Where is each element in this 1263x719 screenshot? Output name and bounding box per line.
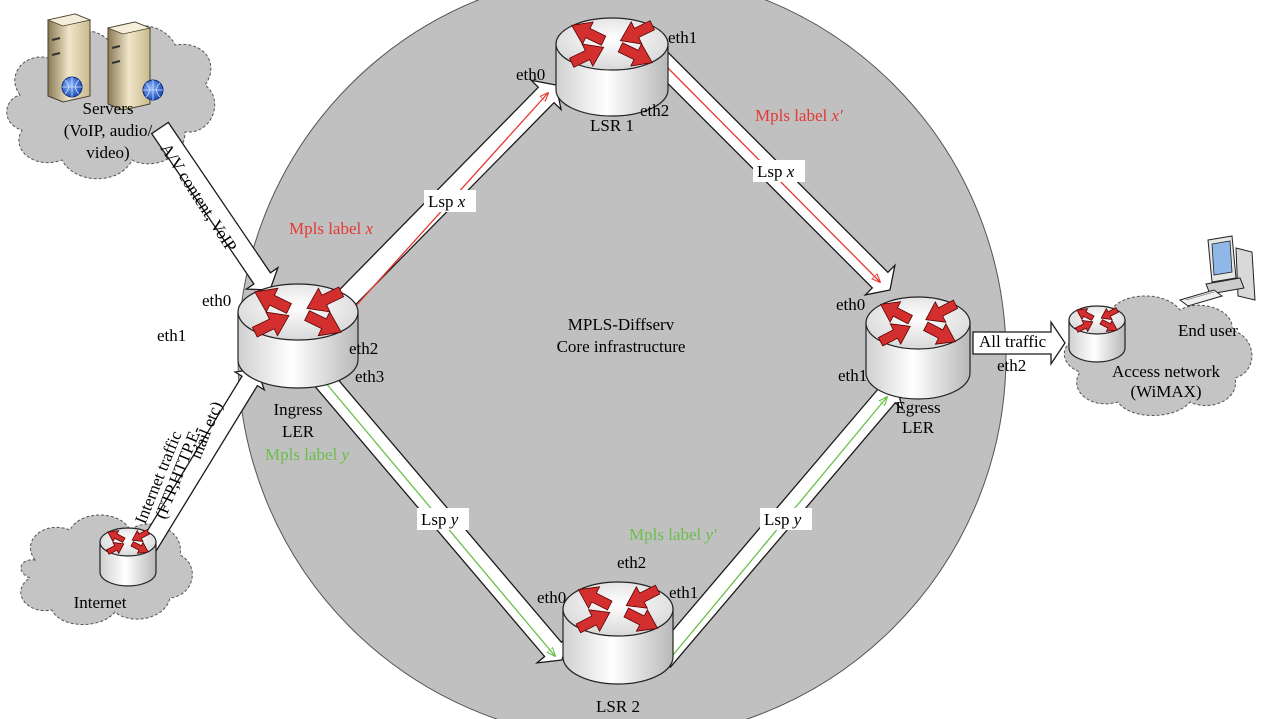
- ingress-ler-label-line2: LER: [282, 422, 315, 441]
- egress-ler-router-icon: [865, 296, 971, 400]
- ingress-ler-label-line1: Ingress: [273, 400, 322, 419]
- lsr1-eth1-label: eth1: [668, 28, 697, 47]
- mpls-label-x-prime: Mpls label x′: [755, 106, 843, 125]
- egress-ler-label-line1: Egress: [895, 398, 940, 417]
- internet-label: Internet: [74, 593, 127, 612]
- lsp-y-label-in: Lsp y: [421, 510, 459, 529]
- lsr1-eth0-label: eth0: [516, 65, 545, 84]
- all-traffic-label: All traffic: [979, 332, 1047, 351]
- ingress-eth1-label: eth1: [157, 326, 186, 345]
- internet-router-icon: [99, 527, 157, 587]
- lsr2-eth0-label: eth0: [537, 588, 566, 607]
- lsp-y-label-out: Lsp y: [764, 510, 802, 529]
- access-network-label-line1: Access network: [1112, 362, 1221, 381]
- core-title-line2: Core infrastructure: [557, 337, 686, 356]
- mpls-label-y: Mpls label y: [265, 445, 350, 464]
- lsr1-router-icon: [555, 17, 669, 117]
- lsp-x-label-in: Lsp x: [428, 192, 466, 211]
- servers-label-line3: video): [86, 143, 129, 162]
- servers-to-ingress-arrow: [150, 121, 280, 291]
- servers-label-line1: Servers: [83, 99, 134, 118]
- access-network-label-line2: (WiMAX): [1130, 382, 1201, 401]
- end-user-computer-icon: [1178, 235, 1256, 307]
- servers-label-line2: (VoIP, audio/: [64, 121, 153, 140]
- ingress-eth3-label: eth3: [355, 367, 384, 386]
- end-user-label: End user: [1178, 321, 1238, 340]
- ingress-ler-router-icon: [237, 283, 359, 389]
- av-content-flow-label: A/V content, VoIP: [157, 140, 241, 255]
- egress-ler-label-line2: LER: [902, 418, 935, 437]
- egress-eth2-label: eth2: [997, 356, 1026, 375]
- ingress-eth2-label: eth2: [349, 339, 378, 358]
- lsr1-eth2-label: eth2: [640, 101, 669, 120]
- servers-icon: [46, 13, 164, 111]
- mpls-label-y-prime: Mpls label y′: [629, 525, 717, 544]
- lsp-x-label-out: Lsp x: [757, 162, 795, 181]
- lsr2-eth2-label: eth2: [617, 553, 646, 572]
- egress-eth1-label: eth1: [838, 366, 867, 385]
- ingress-eth0-label: eth0: [202, 291, 231, 310]
- lsr1-label: LSR 1: [590, 116, 634, 135]
- server-left-icon: [46, 13, 92, 103]
- access-network-router-icon: [1068, 305, 1126, 363]
- core-title-line1: MPLS-Diffserv: [568, 315, 675, 334]
- mpls-label-x: Mpls label x: [289, 219, 374, 238]
- server-right-icon: [106, 21, 164, 111]
- egress-eth0-label: eth0: [836, 295, 865, 314]
- lsr2-eth1-label: eth1: [669, 583, 698, 602]
- egress-to-access-arrow: [972, 319, 1066, 367]
- lsr2-label: LSR 2: [596, 697, 640, 716]
- lsr2-router-icon: [562, 581, 674, 685]
